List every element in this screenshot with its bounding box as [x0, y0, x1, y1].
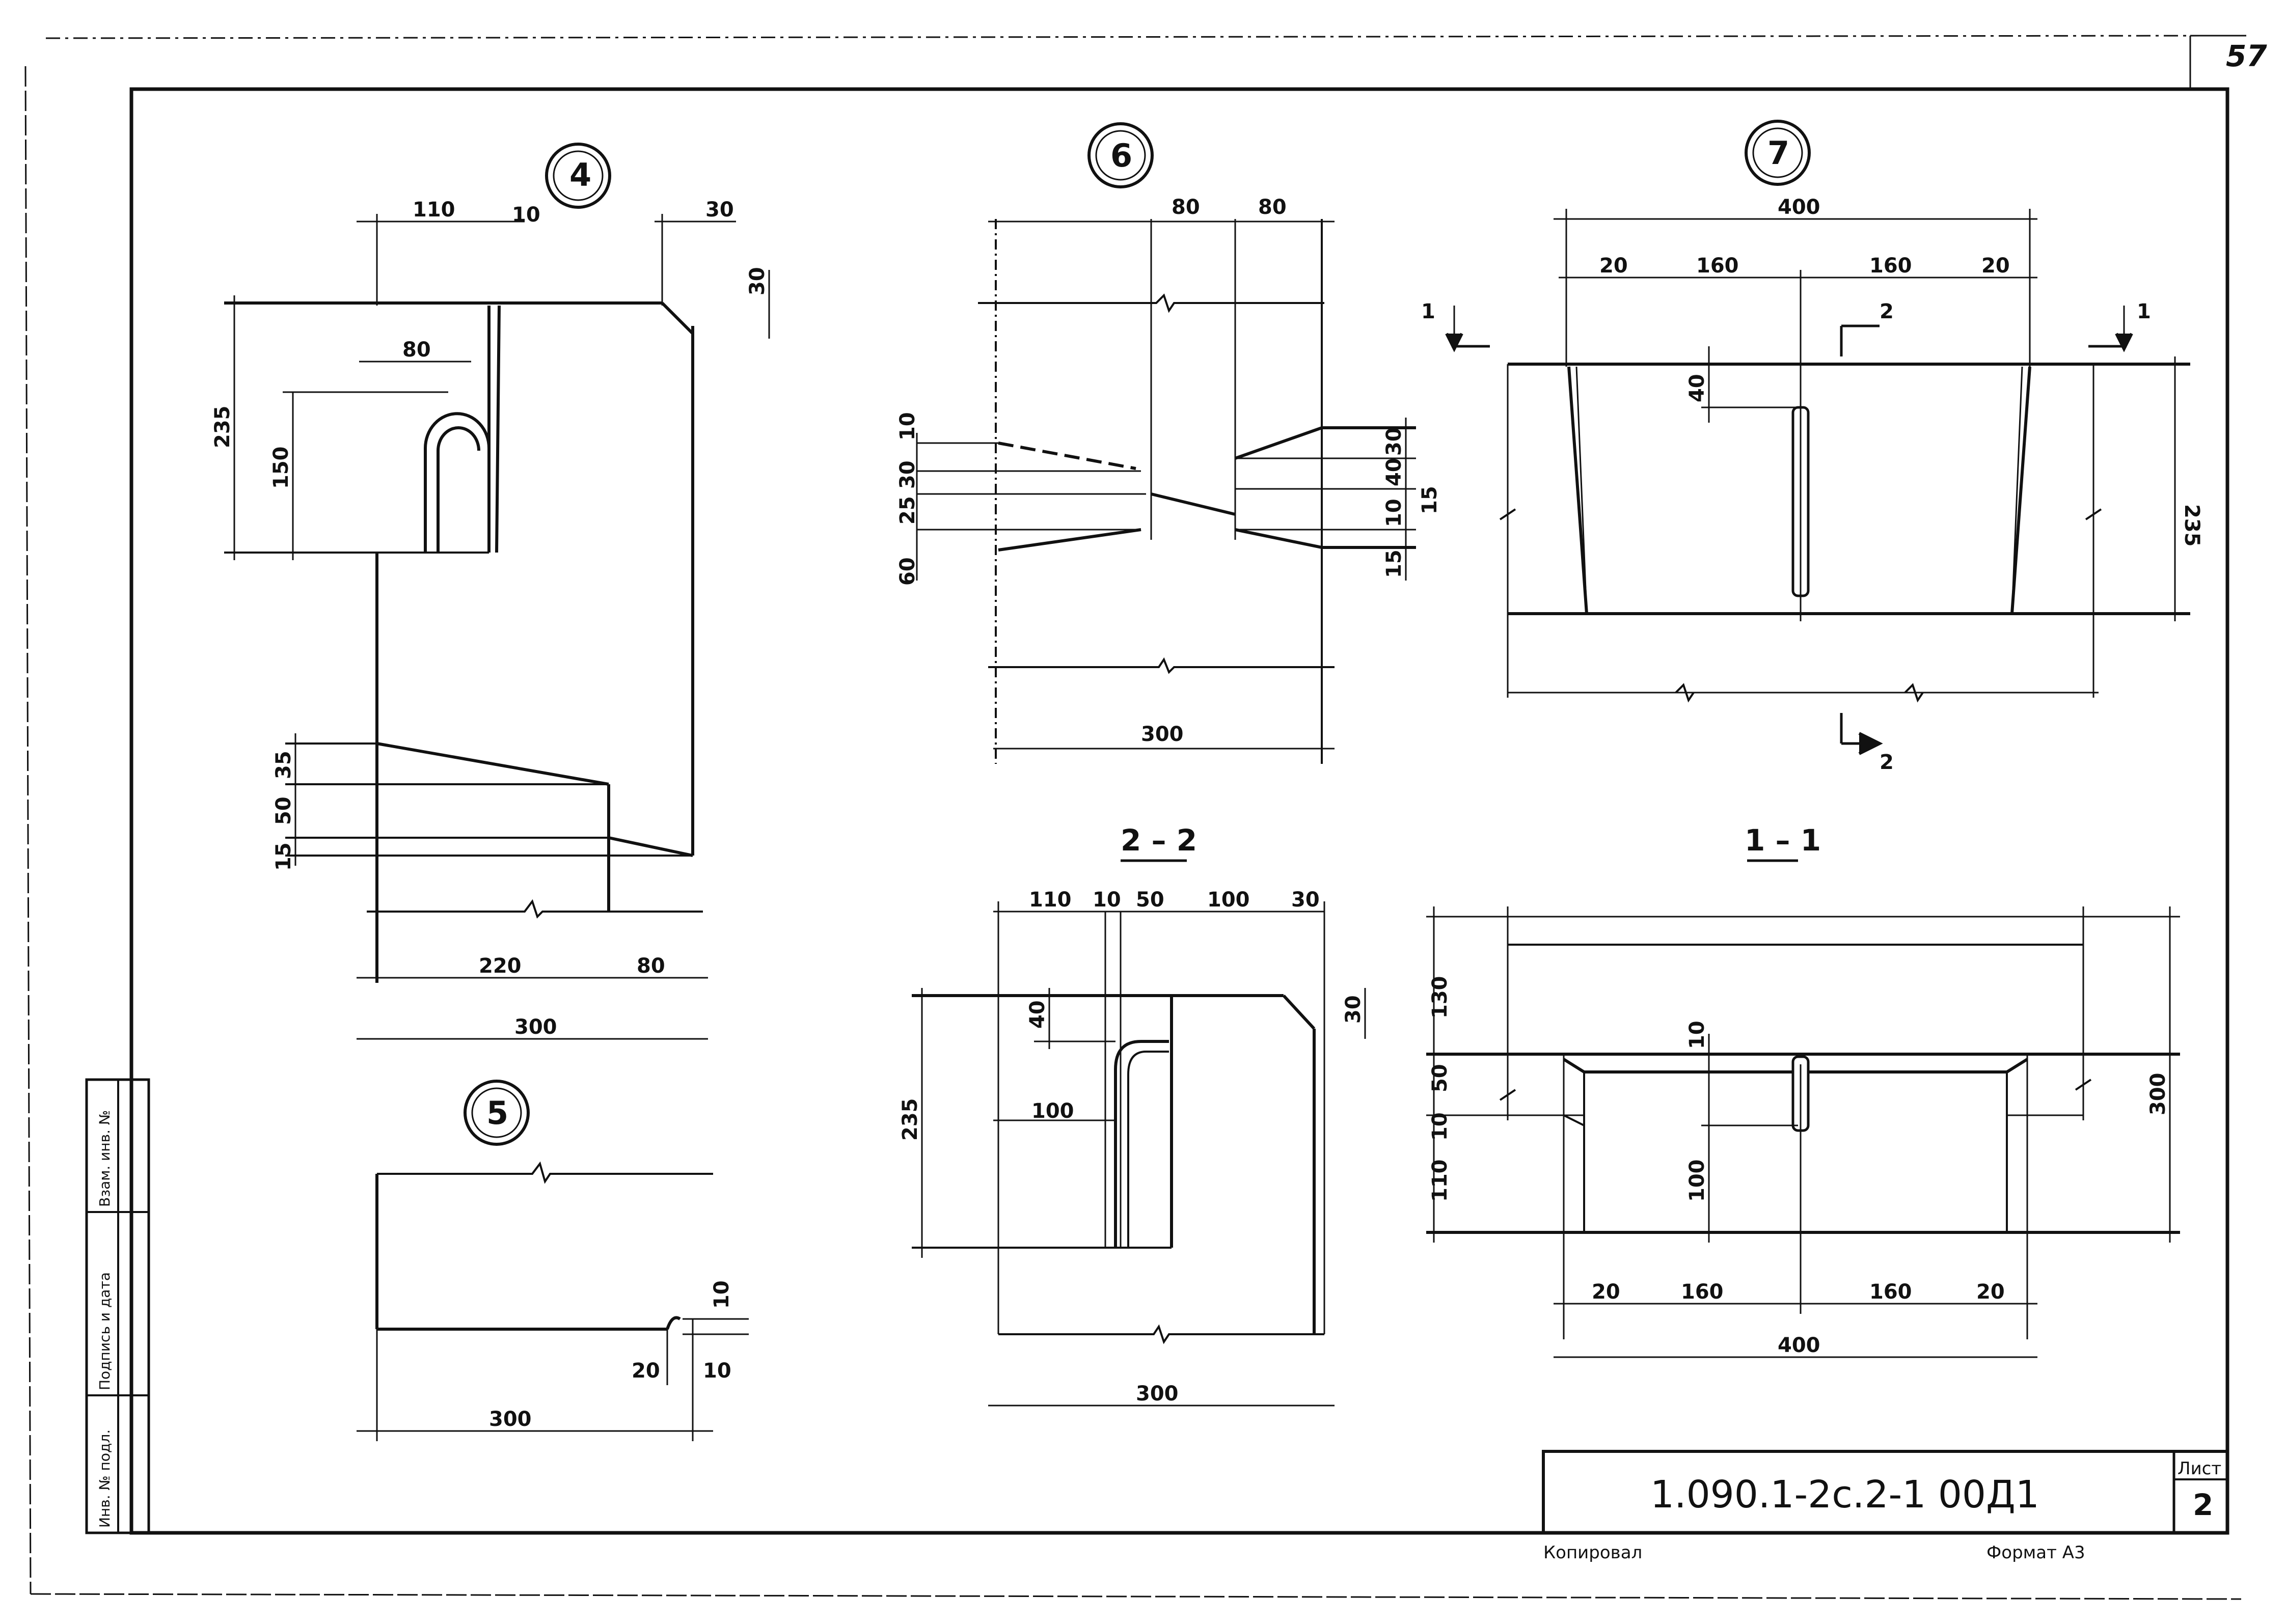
dim-text: 15: [272, 842, 295, 871]
node-5-label: 5: [486, 1094, 508, 1132]
dim-text: 100: [1031, 1099, 1074, 1123]
dim-text: 80: [1258, 196, 1287, 219]
dim-text: 30: [1291, 888, 1320, 912]
node-4-label: 4: [569, 156, 591, 194]
dim-text: 10: [512, 203, 540, 227]
node-5-view: [357, 1080, 749, 1441]
dim-text: 15: [1418, 486, 1441, 514]
dim-text: 30: [705, 198, 734, 222]
dim-text: 40: [1685, 374, 1709, 402]
stamp-replacement-number: Взам. инв. №: [96, 1110, 113, 1207]
dim-text: 160: [1681, 1280, 1724, 1304]
node-7-view: [1445, 120, 2190, 755]
dim-text: 400: [1778, 1334, 1820, 1357]
dim-text: 15: [1382, 549, 1406, 578]
dim-text: 30: [896, 460, 919, 489]
dim-text: 20: [1976, 1280, 2005, 1304]
dim-text: 80: [402, 338, 431, 362]
section-mark: 1: [2137, 300, 2151, 323]
title-block: [1542, 1450, 2229, 1534]
dim-text: 300: [2146, 1073, 2170, 1116]
stamp-signature-date: Подпись и дата: [96, 1272, 113, 1390]
section-1-1-view: [1426, 859, 2180, 1358]
dim-text: 235: [899, 1098, 922, 1141]
dim-text: 20: [1599, 254, 1628, 278]
section-1-1-title: 1 – 1: [1745, 823, 1821, 858]
dim-text: 80: [1172, 196, 1200, 219]
dim-text: 35: [272, 751, 295, 779]
section-mark: 1: [1421, 300, 1435, 323]
dim-text: 100: [1207, 888, 1250, 912]
dim-text: 10: [896, 412, 919, 441]
dim-text: 160: [1869, 254, 1912, 278]
side-stamp: Инв. № подл. Подпись и дата Взам. инв. №: [85, 1078, 150, 1534]
dim-text: 235: [2180, 504, 2203, 547]
dim-text: 10: [1685, 1021, 1709, 1049]
dim-text: 20: [632, 1359, 660, 1383]
dim-text: 40: [1382, 458, 1406, 486]
node-5-dimensions: 10 20 10 300: [489, 1280, 733, 1431]
dim-text: 110: [1428, 1160, 1452, 1202]
dim-text: 10: [710, 1280, 733, 1309]
dim-text: 100: [1685, 1160, 1709, 1202]
node-6-dimensions: 80 80 10 30 25 60 30 40 10 15 15 300: [896, 196, 1441, 746]
drawing-code: 1.090.1-2с.2-1 00Д1: [1650, 1473, 2039, 1517]
node-4-dimensions: 110 10 30 30 80 235 150 35 50 15 220 80 …: [211, 198, 769, 1039]
node-6-view: [916, 122, 1416, 764]
node-6-marker: [1087, 122, 1154, 188]
node-7-marker: [1745, 120, 1811, 186]
dim-text: 80: [637, 954, 665, 978]
dim-text: 160: [1869, 1280, 1912, 1304]
dim-text: 60: [896, 557, 919, 586]
dim-text: 25: [896, 496, 919, 525]
node-7-label: 7: [1767, 134, 1789, 172]
dim-text: 10: [703, 1359, 731, 1383]
dim-text: 130: [1428, 976, 1452, 1019]
section-mark: 2: [1880, 300, 1894, 323]
dim-text: 30: [1382, 427, 1406, 456]
dim-text: 50: [1136, 888, 1164, 912]
format-label: Формат А3: [1986, 1543, 2085, 1563]
section-mark: 2: [1880, 751, 1894, 774]
dim-text: 30: [1342, 995, 1365, 1024]
dim-text: 50: [1428, 1064, 1452, 1092]
dim-text: 235: [211, 406, 234, 449]
section-1-1-dimensions: 130 10 50 10 110 100 300 20 160 160 20 4…: [1428, 976, 2170, 1358]
sheet-label: Лист: [2178, 1458, 2221, 1479]
dim-text: 20: [1592, 1280, 1620, 1304]
dim-text: 150: [269, 447, 293, 489]
dim-text: 20: [1981, 254, 2010, 278]
dim-text: 50: [272, 796, 295, 825]
node-4-view: [224, 143, 770, 1040]
section-2-2-title: 2 – 2: [1121, 823, 1197, 858]
section-2-2-dimensions: 110 10 50 100 30 30 40 100 235 300: [899, 888, 1365, 1406]
sheet-frame: [24, 35, 2246, 1600]
dim-text: 10: [1093, 888, 1121, 912]
dim-text: 10: [1428, 1112, 1452, 1141]
node-7-dimensions: 400 20 160 160 20 40 235 1 1 2 2: [1421, 196, 2203, 774]
dim-text: 220: [479, 954, 522, 978]
dim-text: 160: [1696, 254, 1739, 278]
node-6-label: 6: [1110, 137, 1132, 174]
dim-text: 30: [746, 267, 769, 295]
sheet-number: 2: [2193, 1488, 2213, 1522]
copied-by: Копировал: [1543, 1543, 1642, 1563]
dim-text: 400: [1778, 196, 1820, 219]
dim-text: 300: [514, 1015, 557, 1039]
dim-text: 40: [1026, 1000, 1049, 1029]
dim-text: 110: [413, 198, 455, 222]
dim-text: 10: [1382, 499, 1406, 527]
page-number: 57: [2226, 39, 2267, 73]
node-4-marker: [545, 143, 611, 209]
stamp-inventory-number: Инв. № подл.: [96, 1429, 113, 1528]
dim-text: 300: [1141, 723, 1184, 746]
dim-text: 300: [1136, 1382, 1179, 1406]
dim-text: 300: [489, 1408, 532, 1431]
dim-text: 110: [1029, 888, 1072, 912]
node-5-marker: [464, 1080, 530, 1146]
section-2-2-view: [912, 859, 1366, 1407]
